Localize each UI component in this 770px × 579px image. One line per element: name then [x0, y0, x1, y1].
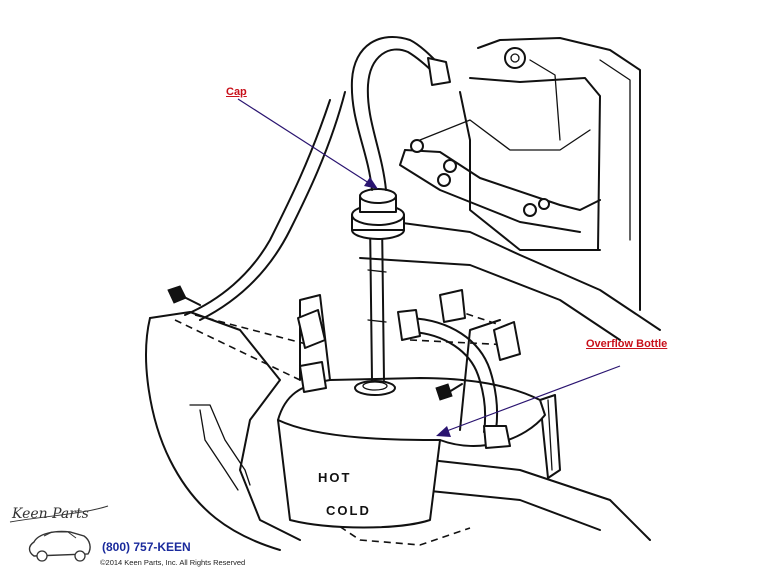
- phone-number: (800) 757-KEEN: [102, 540, 191, 554]
- keen-parts-logo: Keen Parts: [9, 505, 109, 562]
- side-bracket-drawing: [419, 394, 651, 541]
- copyright-text: ©2014 Keen Parts, Inc. All Rights Reserv…: [100, 558, 246, 567]
- logo-text: Keen Parts: [11, 506, 89, 522]
- overflow-callout-arrow: [436, 365, 621, 437]
- cap-label-link[interactable]: Cap: [226, 86, 247, 98]
- engine-block-drawing: [359, 37, 661, 341]
- overflow-hose: [350, 35, 451, 191]
- cap-callout-arrow: [237, 98, 378, 189]
- overflow-bottle-label-link[interactable]: Overflow Bottle: [586, 338, 668, 350]
- bolts: [167, 285, 463, 401]
- cap: [351, 188, 405, 240]
- fender-drawing: [145, 91, 346, 551]
- filler-neck: [367, 219, 387, 381]
- mounting-clips: [297, 289, 521, 393]
- bottle-cold-text: COLD: [326, 503, 371, 518]
- bottle-hot-text: HOT: [318, 470, 351, 485]
